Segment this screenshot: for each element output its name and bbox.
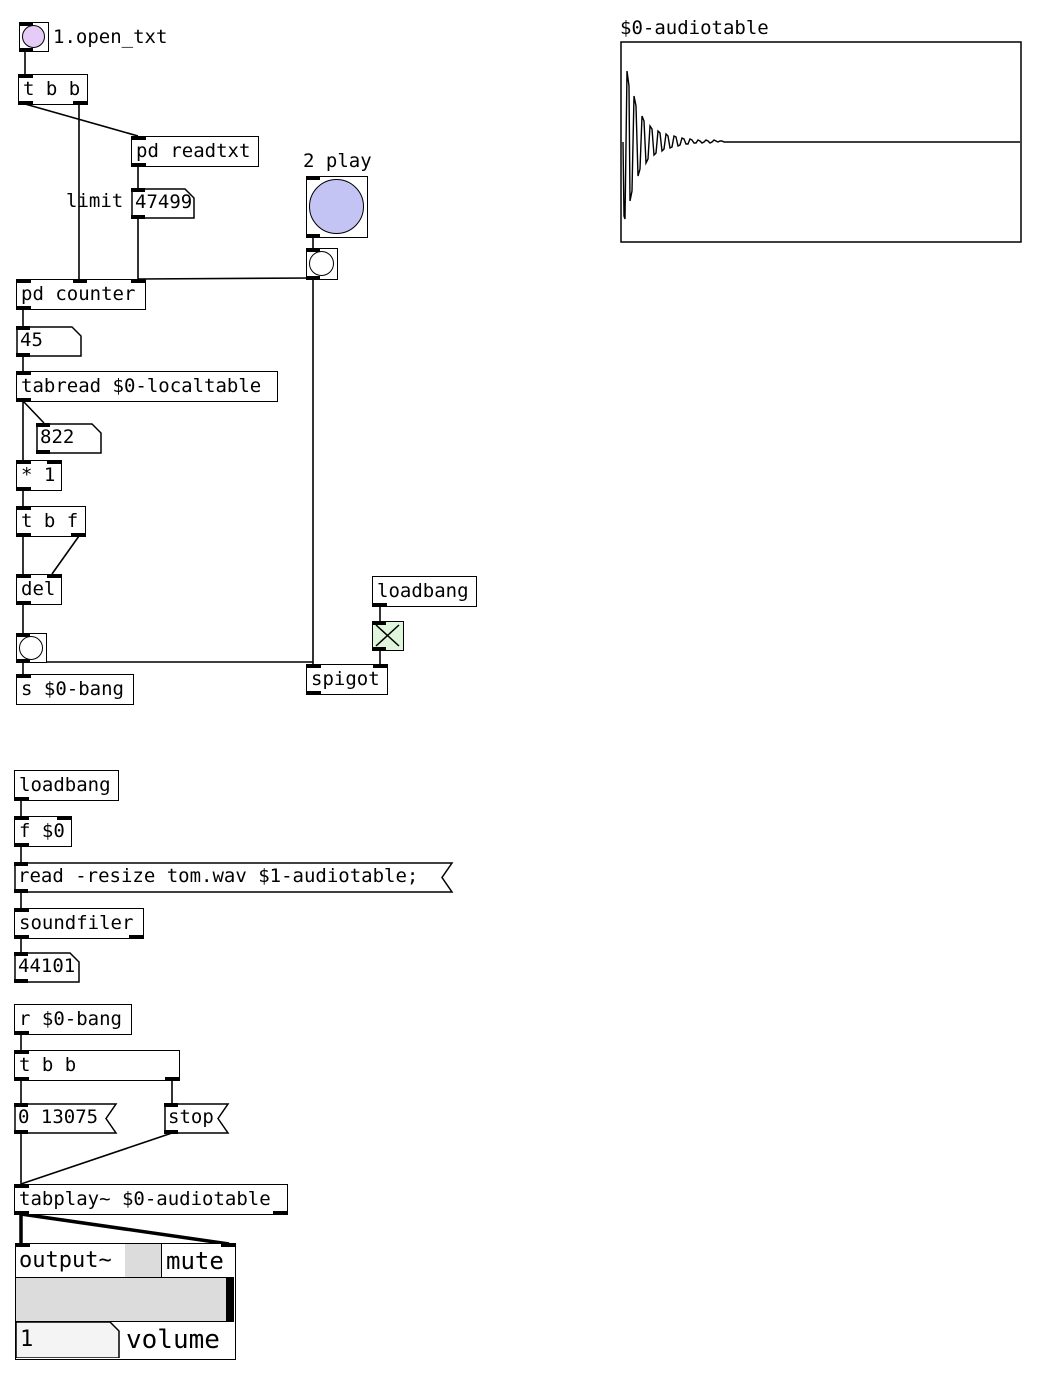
object-text: loadbang xyxy=(19,774,111,796)
open-bang[interactable] xyxy=(19,22,49,52)
read-message-box[interactable]: read -resize tom.wav $1-audiotable; xyxy=(14,862,454,893)
pd-counter-object[interactable]: pd counter xyxy=(16,279,146,310)
mute-label: mute xyxy=(162,1244,234,1278)
play-bang[interactable] xyxy=(306,176,368,238)
object-text: soundfiler xyxy=(19,912,134,934)
object-text: r $0-bang xyxy=(19,1008,122,1030)
message-text: stop xyxy=(168,1106,214,1128)
object-text: pd readtxt xyxy=(136,140,251,162)
object-text: tabread $0-localtable xyxy=(21,375,262,397)
message-box-outline xyxy=(164,1103,230,1134)
volume-value: 1 xyxy=(20,1327,34,1352)
pd-readtxt-object[interactable]: pd readtxt xyxy=(131,136,259,167)
open-label: 1.open_txt xyxy=(53,26,168,48)
range-message-box[interactable]: 0 13075 xyxy=(14,1103,118,1134)
play-label: 2 play xyxy=(303,150,372,172)
object-text: f $0 xyxy=(19,820,65,842)
delay-object[interactable]: del xyxy=(16,574,62,605)
output-bang[interactable] xyxy=(16,633,47,663)
object-text: del xyxy=(21,578,56,600)
counter-bang[interactable] xyxy=(306,248,338,280)
stop-message-box[interactable]: stop xyxy=(164,1103,230,1134)
array-name: $0-audiotable xyxy=(620,17,769,39)
multiply-object[interactable]: * 1 xyxy=(16,460,62,491)
volume-number-box[interactable]: 1 xyxy=(16,1322,120,1358)
loadbang-object-top[interactable]: loadbang xyxy=(372,576,477,607)
number-box-outline xyxy=(14,952,80,983)
spigot-toggle[interactable] xyxy=(372,621,404,651)
audiotable-array-graph[interactable] xyxy=(620,41,1022,243)
waveform-trace xyxy=(622,70,1020,220)
object-text: s $0-bang xyxy=(21,678,124,700)
trigger-bang-float-object[interactable]: t b f xyxy=(16,506,86,537)
volume-slider-handle[interactable] xyxy=(226,1278,234,1321)
message-box-outline xyxy=(14,1103,118,1134)
object-text: t b b xyxy=(19,1054,77,1076)
message-box-outline xyxy=(14,862,454,893)
number-box-outline xyxy=(36,423,102,454)
object-text: t b b xyxy=(23,78,81,100)
soundfiler-object[interactable]: soundfiler xyxy=(14,908,144,939)
volume-label: volume xyxy=(126,1325,220,1355)
number-box-outline xyxy=(16,1322,120,1358)
trigger-bang-bang-object[interactable]: t b b xyxy=(18,74,88,105)
number-box-outline xyxy=(16,326,82,357)
counter-value: 45 xyxy=(20,329,43,351)
object-text: * 1 xyxy=(21,464,56,486)
tabread-object[interactable]: tabread $0-localtable xyxy=(16,371,278,402)
number-box-outline xyxy=(131,188,195,219)
counter-number-box[interactable]: 45 xyxy=(16,326,82,357)
receive-bang-object[interactable]: r $0-bang xyxy=(14,1004,132,1035)
trigger-bang-bang-object-bottom[interactable]: t b b xyxy=(14,1050,180,1081)
limit-label: limit xyxy=(66,190,124,212)
float-dollar-object[interactable]: f $0 xyxy=(14,816,72,847)
sample-count-value: 44101 xyxy=(18,955,76,977)
message-text: read -resize tom.wav $1-audiotable; xyxy=(18,865,419,887)
volume-slider[interactable] xyxy=(16,1278,234,1322)
tabplay-object[interactable]: tabplay~ $0-audiotable xyxy=(14,1184,288,1215)
message-text: 0 13075 xyxy=(18,1106,99,1128)
tabread-number-box[interactable]: 822 xyxy=(36,423,102,454)
limit-value: 47499 xyxy=(135,191,193,213)
object-text: t b f xyxy=(21,510,79,532)
object-text: spigot xyxy=(311,668,380,690)
tabread-value: 822 xyxy=(40,426,75,448)
object-text: pd counter xyxy=(21,283,136,305)
loadbang-object-bottom[interactable]: loadbang xyxy=(14,770,119,801)
output-title: output~ xyxy=(16,1244,126,1278)
toggle-x-icon xyxy=(375,624,400,647)
mute-toggle[interactable] xyxy=(125,1244,162,1278)
limit-number-box[interactable]: 47499 xyxy=(131,188,195,219)
output-abstraction[interactable]: output~ mute 1 volume xyxy=(15,1243,236,1360)
object-text: tabplay~ $0-audiotable xyxy=(19,1188,271,1210)
object-text: loadbang xyxy=(377,580,469,602)
send-bang-object[interactable]: s $0-bang xyxy=(16,674,134,705)
sample-count-number-box[interactable]: 44101 xyxy=(14,952,80,983)
spigot-object[interactable]: spigot xyxy=(306,664,388,695)
